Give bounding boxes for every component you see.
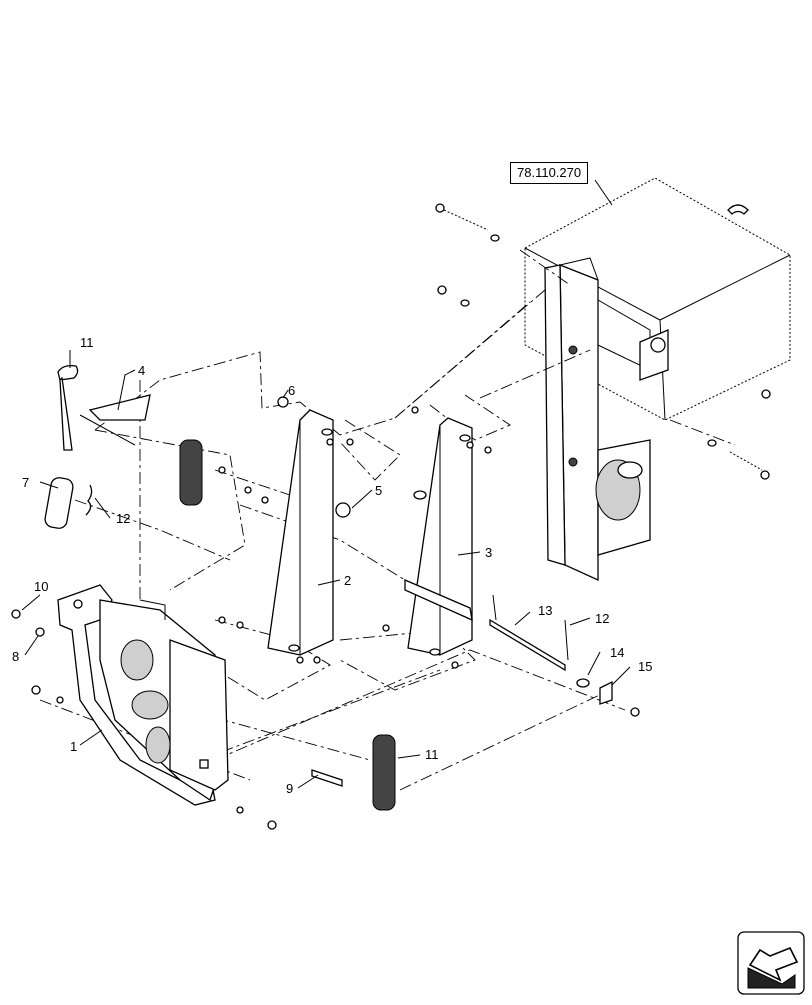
callout-14: 13 — [538, 603, 553, 618]
part-4-latch — [44, 364, 151, 529]
reference-hardware — [435, 203, 771, 480]
callout-4: 4 — [138, 363, 146, 378]
callout-13: 12 — [116, 511, 131, 526]
callout-12-top: 11 — [80, 335, 94, 350]
spring-parts — [85, 439, 396, 811]
callout-10: 10 — [34, 579, 49, 594]
callout-5: 5 — [375, 483, 383, 498]
part-2-channel — [267, 409, 334, 656]
part-3-channel — [404, 417, 473, 656]
callout-1: 1 — [70, 739, 78, 754]
reference-assembly — [524, 177, 791, 582]
part-1-bracket — [57, 584, 229, 806]
callout-leaders — [21, 179, 631, 789]
reference-label[interactable]: 78.110.270 — [510, 162, 589, 185]
callout-7: 7 — [22, 475, 30, 490]
small-hardware — [11, 396, 640, 830]
navigation-arrow-icon[interactable] — [737, 931, 805, 995]
callout-9: 9 — [286, 781, 294, 796]
callout-8: 8 — [12, 649, 20, 664]
callout-6: 6 — [288, 383, 296, 398]
callout-16: 15 — [638, 659, 653, 674]
callout-15: 14 — [610, 645, 625, 660]
callout-12-right: 12 — [595, 611, 610, 626]
callout-11: 11 — [425, 747, 439, 762]
callout-2: 2 — [344, 573, 352, 588]
callout-3: 3 — [485, 545, 493, 560]
